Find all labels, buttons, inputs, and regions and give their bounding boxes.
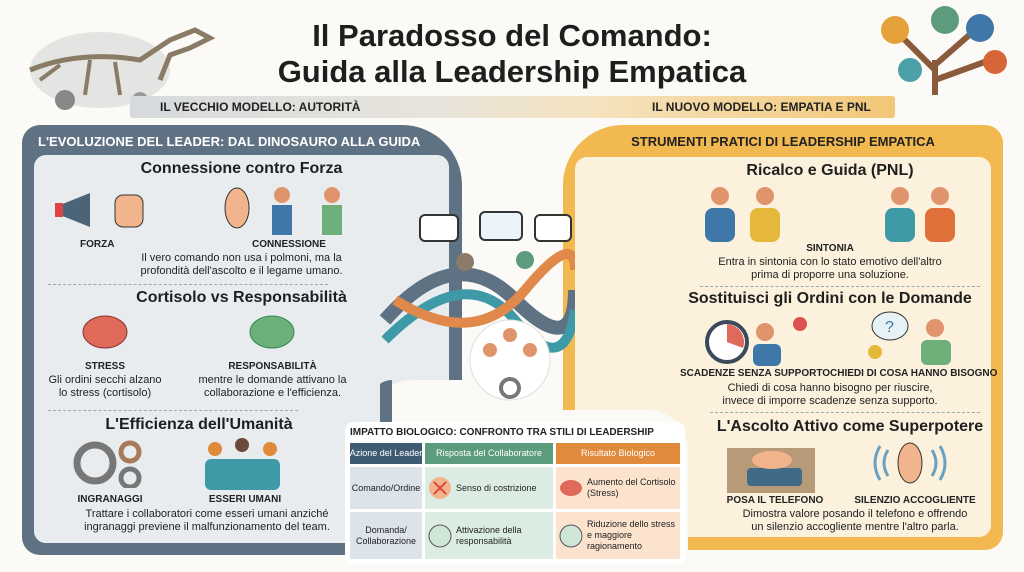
table-cell: Attivazione della responsabilità — [425, 512, 553, 559]
table-header: Azione del Leader — [350, 443, 422, 464]
phone-down-icon — [727, 448, 815, 493]
old-model-label: IL VECCHIO MODELLO: AUTORITÀ — [160, 100, 361, 114]
section-title: Connessione contro Forza — [140, 160, 343, 177]
section-text: Entra in sintonia con lo stato emotivo d… — [718, 256, 942, 281]
table-cell-text: Attivazione della responsabilità — [456, 524, 522, 546]
label-posa-telefono: POSA IL TELEFONO — [726, 495, 824, 506]
stressed-brain-icon — [82, 315, 128, 349]
label-scadenze: SCADENZE SENZA SUPPORTO — [680, 368, 831, 379]
megaphone-fist-icon — [55, 193, 144, 228]
label-connessione: CONNESSIONE — [252, 239, 326, 250]
table-cell-text: Aumento del Cortisolo (Stress) — [587, 477, 676, 498]
section-text: Il vero comando non usa i polmoni, ma la… — [140, 252, 343, 277]
left-panel-header: L'EVOLUZIONE DEL LEADER: DAL DINOSAURO A… — [38, 134, 421, 149]
section-text: Chiedi di cosa hanno bisogno per riuscir… — [722, 382, 938, 407]
table-cell: Aumento del Cortisolo (Stress) — [556, 467, 680, 509]
label-sintonia: SINTONIA — [806, 243, 854, 254]
table-cell-text: Senso di costrizione — [456, 482, 537, 493]
connection-ribbons-illustration — [379, 211, 575, 401]
label-esseri-umani: ESSERI UMANI — [208, 494, 282, 505]
table-cell: Domanda/ Collaborazione — [350, 512, 422, 559]
two-people-icon — [705, 187, 780, 242]
gear-head-icon — [428, 524, 452, 547]
section-title: Cortisolo vs Responsabilità — [136, 289, 347, 306]
label-chiedi: CHIEDI DI COSA HANNO BISOGNO — [830, 368, 998, 379]
svg-text:?: ? — [885, 319, 894, 336]
section-title: Ricalco e Guida (PNL) — [746, 162, 914, 179]
label-forza: FORZA — [80, 239, 115, 250]
people-group-icon — [205, 438, 280, 490]
dinosaur-skeleton-icon — [29, 27, 216, 110]
table-cell: Comando/Ordine — [350, 467, 422, 509]
label-stress: STRESS — [84, 361, 125, 372]
right-panel-header: STRUMENTI PRATICI DI LEADERSHIP EMPATICA — [631, 134, 935, 149]
rapport-people-icon — [885, 187, 955, 242]
biological-impact-table: IMPATTO BIOLOGICO: CONFRONTO TRA STILI D… — [345, 422, 685, 564]
new-model-label: IL NUOVO MODELLO: EMPATIA E PNL — [652, 100, 871, 114]
table-title: IMPATTO BIOLOGICO: CONFRONTO TRA STILI D… — [350, 427, 654, 438]
model-banner: IL VECCHIO MODELLO: AUTORITÀ IL NUOVO MO… — [130, 96, 895, 118]
listening-ear-icon — [873, 442, 947, 484]
table-cell: Riduzione dello stress e maggiore ragion… — [556, 512, 680, 559]
stopwatch-stressed-icon — [705, 317, 807, 366]
table-header: Risultato Biologico — [556, 443, 680, 464]
section-title: L'Efficienza dell'Umanità — [105, 416, 293, 433]
label-ingranaggi: INGRANAGGI — [77, 494, 143, 505]
section-title: L'Ascolto Attivo come Superpotere — [716, 418, 984, 435]
calm-brain-icon — [249, 315, 295, 349]
constricted-head-icon — [429, 477, 451, 499]
section-text: Trattare i collaboratori come esseri uma… — [84, 508, 330, 533]
gears-icon — [73, 440, 142, 488]
calm-head-icon — [559, 524, 583, 547]
people-tree-icon — [881, 6, 1007, 95]
label-responsabilita: RESPONSABILITÀ — [228, 361, 317, 372]
table-header: Risposta del Collaboratore — [425, 443, 553, 464]
table-cell-text: Riduzione dello stress e maggiore ragion… — [587, 519, 676, 551]
question-wrench-icon: ? — [868, 311, 951, 365]
page-title: Il Paradosso del Comando:Guida alla Lead… — [277, 18, 747, 89]
table-cell: Senso di costrizione — [425, 467, 553, 509]
section-text: Dimostra valore posando il telefono e of… — [742, 508, 968, 533]
section-title: Sostituisci gli Ordini con le Domande — [688, 290, 972, 307]
ear-handshake-icon — [224, 187, 342, 235]
red-brain-icon — [560, 480, 582, 496]
label-silenzio: SILENZIO ACCOGLIENTE — [854, 495, 976, 506]
